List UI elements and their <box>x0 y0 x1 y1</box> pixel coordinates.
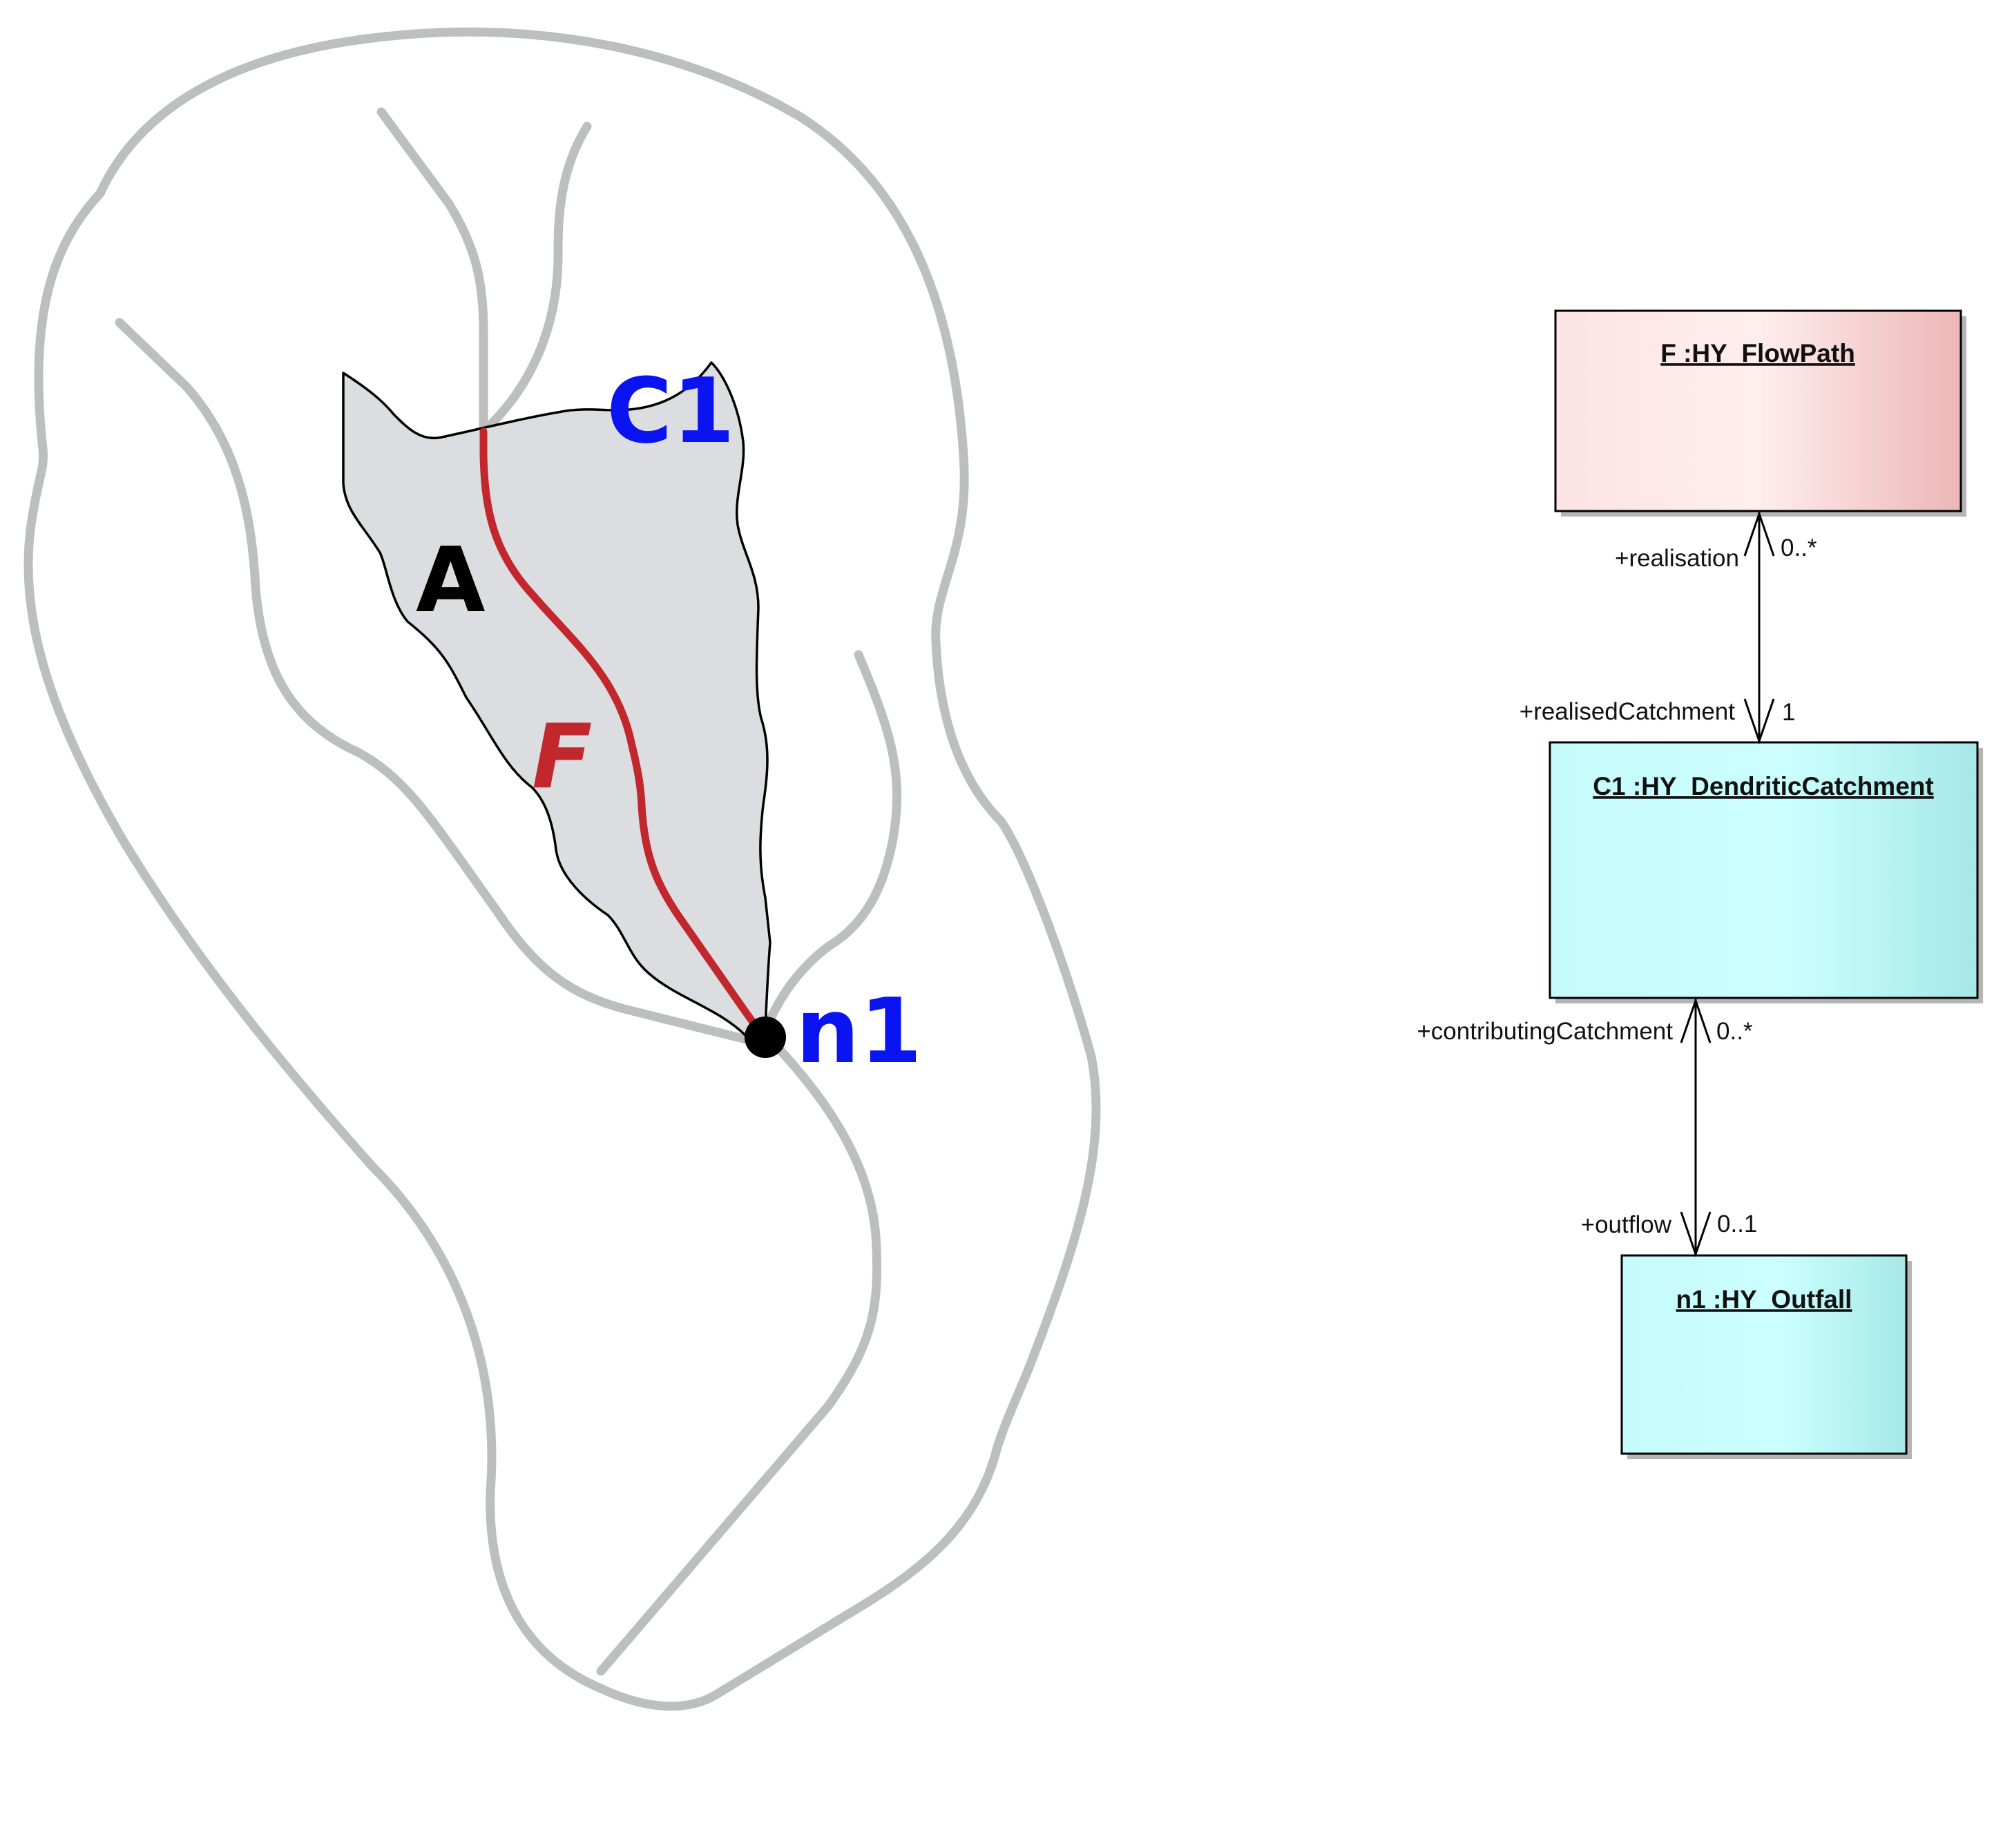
catchment-label: C1 <box>606 358 735 463</box>
uml-class-catchment[interactable]: C1 :HY_DendriticCatchment <box>1549 741 1983 1003</box>
role-realised-catchment: +realisedCatchment <box>1520 698 1736 725</box>
association-outflow[interactable] <box>1680 997 1712 1258</box>
outfall-label: n1 <box>796 979 922 1084</box>
role-contributing-catchment: +contributingCatchment <box>1417 1018 1673 1045</box>
association-realisation[interactable] <box>1743 510 1775 744</box>
class-title: n1 :HY_Outfall <box>1676 1285 1852 1313</box>
tributary-west <box>115 318 751 1044</box>
main-river <box>596 1024 882 1676</box>
catchment-map: C1 A F n1 <box>23 27 1101 1711</box>
multiplicity-contributing-catchment: 0..* <box>1716 1018 1753 1045</box>
class-box <box>1549 741 1979 999</box>
area-label: A <box>416 528 486 633</box>
tributary-north-a <box>376 107 488 436</box>
arrowhead-down <box>1743 698 1775 744</box>
tributary-north-b <box>479 122 592 436</box>
catchment-area-a <box>342 361 772 1037</box>
uml-class-flowpath[interactable]: F :HY_FlowPath <box>1554 309 1966 517</box>
class-title: C1 :HY_DendriticCatchment <box>1593 772 1933 800</box>
arrowhead-up <box>1680 997 1712 1043</box>
role-outflow: +outflow <box>1581 1211 1672 1238</box>
tributary-east <box>762 650 902 1032</box>
role-realisation: +realisation <box>1615 545 1739 572</box>
river-network <box>23 27 1101 1711</box>
uml-class-outfall[interactable]: n1 :HY_Outfall <box>1620 1254 1912 1459</box>
multiplicity-outflow: 0..1 <box>1717 1211 1757 1238</box>
class-box <box>1554 309 1962 512</box>
class-box <box>1620 1254 1908 1455</box>
arrowhead-down <box>1680 1211 1712 1258</box>
arrowhead-up <box>1743 510 1775 557</box>
basin-boundary <box>23 27 1101 1711</box>
flowpath-f <box>479 427 767 1040</box>
multiplicity-realised-catchment: 1 <box>1782 699 1795 726</box>
multiplicity-realisation: 0..* <box>1781 535 1817 561</box>
uml-diagram: F :HY_FlowPath C1 :HY_DendriticCatchment… <box>1417 309 1983 1459</box>
outfall-node <box>745 1017 786 1058</box>
class-title: F :HY_FlowPath <box>1660 339 1855 367</box>
flowpath-label: F <box>532 706 592 809</box>
